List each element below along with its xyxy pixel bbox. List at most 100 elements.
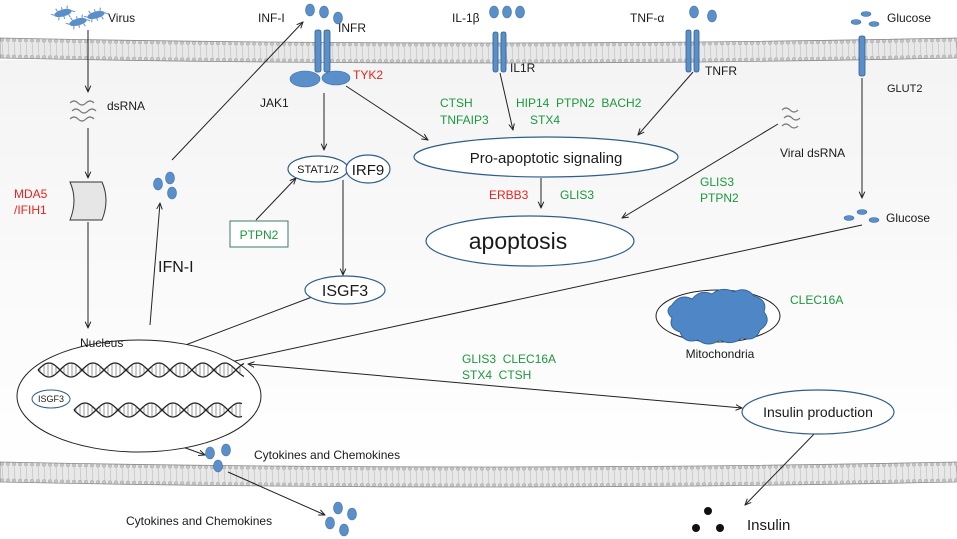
cytokine-molecule (339, 523, 349, 537)
cytokine-molecule (325, 516, 335, 530)
tnfa-molecules (689, 5, 717, 23)
irf9-ellipse (345, 154, 391, 184)
virus-icon (50, 5, 76, 21)
arrow-tnfr-proapoptotic (638, 71, 694, 135)
jak1-icon (289, 70, 321, 88)
label-genes-row2: STX4 CTSH (462, 368, 531, 382)
glucose-molecule (868, 217, 880, 223)
glucose-molecules-top (850, 11, 880, 27)
label-glis3-right: GLIS3 (700, 175, 734, 189)
il1b-molecule (502, 5, 512, 19)
label-virus: Virus (108, 11, 135, 25)
dsrna-icon (69, 100, 97, 122)
label-mda5: MDA5 (14, 187, 48, 201)
label-nucleus: Nucleus (80, 336, 123, 350)
insulin-dot (704, 507, 712, 515)
il1b-molecule (515, 5, 525, 19)
apoptosis-ellipse (425, 215, 635, 267)
ptpn2-box (229, 220, 289, 248)
label-glucose-top: Glucose (887, 11, 931, 25)
label-il1r: IL1R (510, 61, 536, 75)
arrow-il1r-proapoptotic (499, 72, 513, 130)
label-tnfaip3: TNFAIP3 (440, 113, 489, 127)
label-il1b: IL-1β (452, 11, 480, 25)
arrow-nucleus-insulinproduction (248, 364, 742, 408)
viral-dsrna-icon (781, 107, 801, 129)
cytokine-molecule (221, 443, 231, 457)
arrow-ptpn2-stat (255, 178, 296, 221)
arrow-ifn-inf (171, 22, 303, 161)
label-jak1: JAK1 (260, 96, 289, 110)
arrow-insulinproduction-insulin (745, 429, 819, 505)
plasma-membrane-bottom (0, 461, 957, 488)
label-genes-row1: GLIS3 CLEC16A (462, 352, 556, 366)
inf-molecule (333, 11, 343, 25)
arrow-viraldsrna-apoptosis (622, 123, 779, 218)
label-ifn-i: IFN-I (158, 259, 194, 276)
arrow-nucleus-ifn (149, 203, 160, 326)
glucose-molecule (850, 19, 862, 25)
insulin-dot (692, 524, 700, 532)
label-insulin-production: Insulin production (763, 404, 873, 420)
label-ifih1: /IFIH1 (14, 203, 47, 217)
cytokine-molecules-outer (325, 501, 357, 537)
label-dsrna: dsRNA (107, 99, 145, 113)
label-pro-apoptotic: Pro-apoptotic signaling (470, 150, 623, 167)
label-ctsh: CTSH (440, 96, 473, 110)
label-insulin: Insulin (747, 517, 790, 534)
cytokine-molecule (205, 446, 215, 460)
label-glut2: GLUT2 (887, 83, 922, 95)
infr-receptor-icon (314, 29, 331, 73)
arrow-cytokines-secreted (227, 471, 325, 515)
ifn-i-molecules (153, 171, 177, 200)
il1b-molecules (489, 5, 525, 19)
plasma-membrane-top (0, 37, 957, 64)
cytokine-molecule (347, 507, 357, 521)
inf-molecule (319, 5, 329, 19)
label-isgf3: ISGF3 (322, 283, 368, 300)
il1b-molecule (489, 5, 499, 19)
label-cytokines-outer: Cytokines and Chemokines (126, 514, 272, 528)
insulin-granules (692, 507, 724, 532)
cytokine-molecule (213, 459, 223, 473)
glucose-molecule (860, 11, 872, 17)
glucose-molecules-mid (843, 209, 880, 223)
ifn-molecule (167, 186, 177, 200)
label-isgf3-small: ISGF3 (38, 394, 64, 404)
label-tnfr: TNFR (705, 64, 737, 78)
tyk2-icon (321, 70, 351, 86)
inf-i-molecules (305, 3, 343, 25)
virus-icon (65, 14, 91, 30)
label-tnfa: TNF-α (630, 11, 664, 25)
glucose-molecule (856, 209, 868, 215)
label-inf-i: INF-I (258, 11, 285, 25)
virus-icon (83, 7, 109, 23)
label-ptpn2-right: PTPN2 (700, 191, 739, 205)
arrow-tyk2-proapoptotic (345, 85, 428, 140)
label-cytokines-inner: Cytokines and Chemokines (254, 448, 400, 462)
insulin-production-ellipse (741, 389, 895, 435)
cytokine-molecules-inner (205, 443, 231, 473)
glucose-molecule (868, 21, 880, 27)
label-glucose-mid: Glucose (886, 211, 930, 225)
label-stx4: STX4 (530, 113, 560, 127)
virus-icons (50, 5, 109, 30)
tnfr-receptor-icon (685, 29, 700, 73)
label-erbb3: ERBB3 (489, 188, 529, 202)
label-viral-dsrna: Viral dsRNA (780, 146, 845, 160)
il1r-receptor-icon (492, 31, 507, 73)
label-irf9: IRF9 (352, 162, 385, 179)
label-tyk2: TYK2 (353, 68, 383, 82)
label-clec16a-mito: CLEC16A (790, 293, 843, 307)
pro-apoptotic-ellipse (413, 136, 679, 178)
glucose-molecule (843, 215, 855, 221)
tnfa-molecule (689, 5, 699, 19)
ifn-molecule (153, 177, 163, 191)
tnfa-molecule (707, 9, 717, 23)
insulin-dot (716, 524, 724, 532)
label-hip14-row: HIP14 PTPN2 BACH2 (516, 96, 642, 110)
label-ptpn2-box: PTPN2 (240, 228, 279, 242)
arrow-glucose-nucleus (212, 224, 863, 366)
inf-molecule (305, 3, 315, 17)
label-apoptosis: apoptosis (469, 228, 567, 254)
